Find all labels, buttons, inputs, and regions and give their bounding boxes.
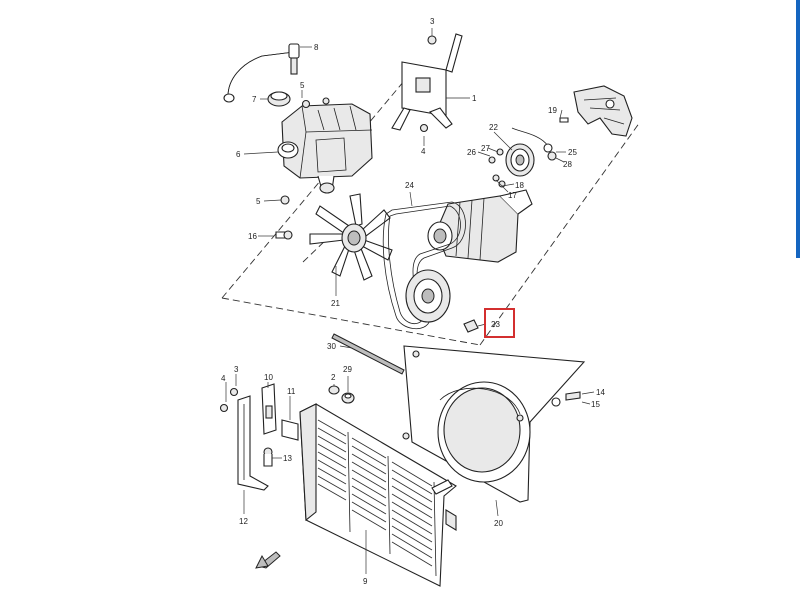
callout-19: 19: [548, 106, 557, 115]
callout-5-top: 5: [300, 81, 305, 90]
front-arrow-icon: [255, 551, 281, 569]
bolt-washer-14-15: [551, 391, 581, 407]
callout-27: 27: [481, 144, 490, 153]
reservoir-bracket: [301, 33, 463, 133]
callout-17: 17: [508, 191, 517, 200]
coolant-reservoir: [277, 103, 373, 194]
callout-5-mid: 5: [256, 197, 261, 206]
accent-bar: [796, 0, 800, 258]
engine-block-fragment: [573, 85, 633, 137]
callout-1: 1: [472, 94, 477, 103]
cooling-fan: [309, 193, 393, 281]
callout-2: 2: [331, 373, 336, 382]
bushes-2-29: [328, 385, 355, 404]
compressor-clutch: [488, 117, 569, 188]
bolts-upper: [275, 195, 293, 240]
callout-21: 21: [331, 299, 340, 308]
crank-pulley: [405, 269, 451, 323]
callout-13: 13: [283, 454, 292, 463]
callout-20: 20: [494, 519, 503, 528]
callout-12: 12: [239, 517, 248, 526]
callout-4-top: 4: [421, 147, 426, 156]
leader-lines: [225, 28, 595, 574]
callout-7: 7: [252, 95, 257, 104]
callout-3-top: 3: [430, 17, 435, 26]
callout-labels: 3 8 1 5 7 6 5 16 4 24 21 19 22 26 27 25 …: [221, 17, 605, 586]
callout-16: 16: [248, 232, 257, 241]
callout-3-low: 3: [234, 365, 239, 374]
callout-8: 8: [314, 43, 319, 52]
overflow-hose: [223, 43, 300, 103]
brackets-10-11: [261, 383, 299, 441]
seal-strip: [331, 333, 405, 375]
callout-18: 18: [515, 181, 524, 190]
callout-15: 15: [591, 400, 600, 409]
callout-23-highlight-box: [484, 308, 515, 338]
radiator: [299, 403, 457, 587]
reservoir-cap: [267, 91, 291, 107]
callout-22: 22: [489, 123, 498, 132]
support-bracket: [219, 387, 273, 491]
callout-10: 10: [264, 373, 273, 382]
callout-9: 9: [363, 577, 368, 586]
callout-26: 26: [467, 148, 476, 157]
callout-14: 14: [596, 388, 605, 397]
callout-25: 25: [568, 148, 577, 157]
callout-30: 30: [327, 342, 336, 351]
callout-11: 11: [287, 387, 296, 396]
fan-shroud: [402, 345, 586, 503]
callout-24: 24: [405, 181, 414, 190]
callout-28: 28: [563, 160, 572, 169]
callout-6: 6: [236, 150, 241, 159]
callout-23: 23: [491, 320, 500, 329]
callout-4-low: 4: [221, 374, 226, 383]
nut-23: [463, 319, 479, 333]
callout-29: 29: [343, 365, 352, 374]
